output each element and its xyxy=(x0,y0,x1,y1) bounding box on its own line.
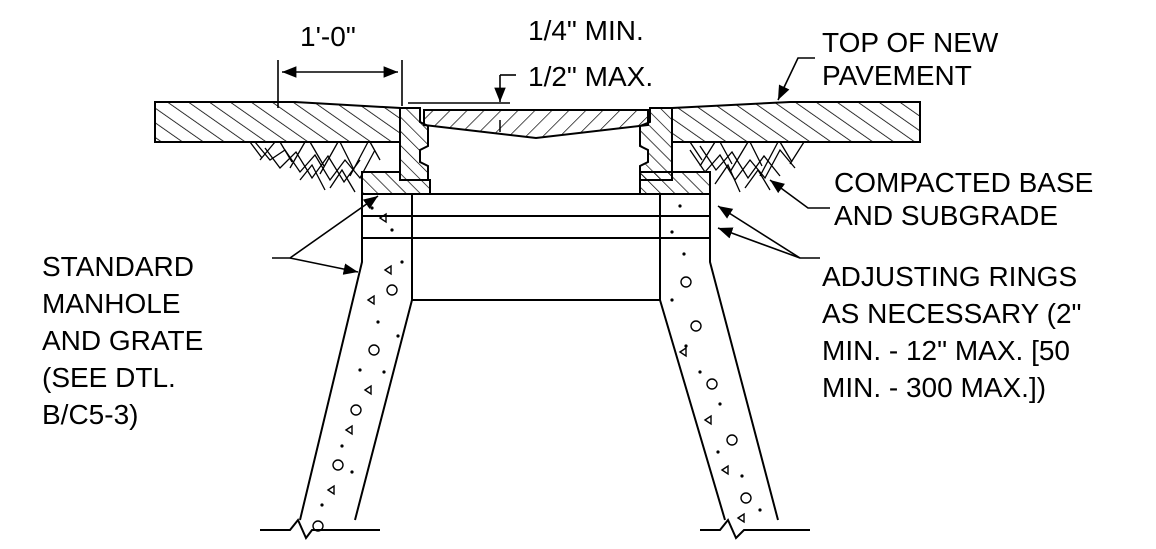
dim-ring-width: 1'-0" xyxy=(300,21,356,52)
label-adjusting-rings: ADJUSTING RINGS AS NECESSARY (2" MIN. - … xyxy=(822,261,1082,403)
flange-right xyxy=(639,171,711,195)
label-base: COMPACTED BASE AND SUBGRADE xyxy=(834,167,1094,231)
label-manhole: STANDARD MANHOLE AND GRATE (SEE DTL. B/C… xyxy=(42,251,204,430)
concrete-dots xyxy=(320,204,762,512)
cone-wall-left xyxy=(299,238,413,521)
compacted-base-left xyxy=(249,141,381,193)
compacted-base-right xyxy=(689,141,805,193)
concrete-aggregate xyxy=(312,212,752,532)
cone-wall-right xyxy=(659,238,779,521)
dim-offset-max: 1/2" MAX. xyxy=(528,61,654,92)
adjusting-rings xyxy=(361,193,711,239)
dimension-ring-width xyxy=(277,60,403,108)
offset-leader xyxy=(408,74,516,104)
grate xyxy=(423,109,649,140)
label-pavement: TOP OF NEW PAVEMENT xyxy=(822,27,999,91)
pavement-right xyxy=(671,101,921,143)
dim-offset-min: 1/4" MIN. xyxy=(528,15,644,46)
